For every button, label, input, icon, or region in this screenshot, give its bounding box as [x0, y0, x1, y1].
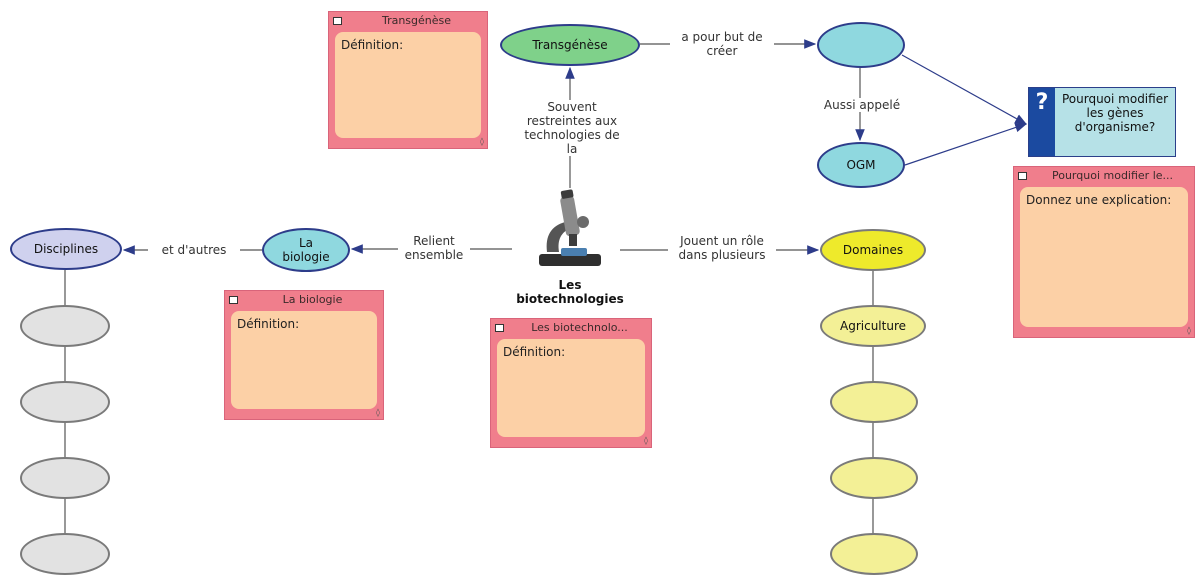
node-domaine-empty-2[interactable]: [830, 457, 918, 499]
note-body[interactable]: Définition:: [335, 32, 481, 138]
node-discipline-empty-3[interactable]: [20, 457, 110, 499]
node-discipline-empty-1[interactable]: [20, 305, 110, 347]
node-biologie[interactable]: La biologie: [262, 228, 350, 272]
edge-label-pour-but: a pour but de créer: [670, 30, 774, 58]
note-pin-icon[interactable]: [333, 16, 342, 25]
resize-handle-icon[interactable]: ◊: [480, 137, 484, 146]
question-text: Pourquoi modifier les gènes d'organisme?: [1061, 92, 1169, 134]
edge-label-relient: Relient ensemble: [398, 234, 470, 262]
central-concept-label: Les biotechnologies: [516, 278, 624, 306]
edge-ogm-question: [904, 122, 1028, 166]
note-pin-icon[interactable]: [229, 295, 238, 304]
question-mark-icon: ?: [1029, 88, 1055, 156]
node-ogm[interactable]: OGM: [817, 142, 905, 188]
node-disciplines[interactable]: Disciplines: [10, 228, 122, 270]
central-concept[interactable]: [525, 188, 615, 268]
node-discipline-empty-4[interactable]: [20, 533, 110, 575]
note-body[interactable]: Définition:: [231, 311, 377, 409]
edge-label-et-autres: et d'autres: [148, 243, 240, 257]
note-pourquoi[interactable]: Pourquoi modifier le... Donnez une expli…: [1013, 166, 1195, 338]
resize-handle-icon[interactable]: ◊: [644, 436, 648, 445]
resize-handle-icon[interactable]: ◊: [376, 408, 380, 417]
note-title: Transgénèse: [381, 14, 452, 27]
note-title: Pourquoi modifier le...: [1051, 169, 1174, 182]
resize-handle-icon[interactable]: ◊: [1187, 326, 1191, 335]
note-biotechnologies[interactable]: Les biotechnolo... Définition: ◊: [490, 318, 652, 448]
note-transgenese[interactable]: Transgénèse Définition: ◊: [328, 11, 488, 149]
microscope-icon: [539, 189, 601, 266]
node-agriculture[interactable]: Agriculture: [820, 305, 926, 347]
note-title: La biologie: [282, 293, 343, 306]
note-body[interactable]: Donnez une explication:: [1020, 187, 1188, 327]
edge-label-aussi: Aussi appelé: [812, 98, 912, 112]
node-transgenese[interactable]: Transgénèse: [500, 24, 640, 66]
node-discipline-empty-2[interactable]: [20, 381, 110, 423]
edge-label-jouent: Jouent un rôle dans plusieurs: [668, 234, 776, 262]
node-domaines[interactable]: Domaines: [820, 229, 926, 271]
node-cree-empty[interactable]: [817, 22, 905, 68]
note-body[interactable]: Définition:: [497, 339, 645, 437]
node-domaine-empty-3[interactable]: [830, 533, 918, 575]
question-box[interactable]: ? Pourquoi modifier les gènes d'organism…: [1028, 87, 1176, 157]
edge-cree-question: [901, 54, 1028, 125]
node-domaine-empty-1[interactable]: [830, 381, 918, 423]
edge-label-souvent: Souvent restreintes aux technologies de …: [521, 100, 623, 156]
note-pin-icon[interactable]: [1018, 171, 1027, 180]
note-pin-icon[interactable]: [495, 323, 504, 332]
note-biologie[interactable]: La biologie Définition: ◊: [224, 290, 384, 420]
note-title: Les biotechnolo...: [531, 321, 628, 334]
